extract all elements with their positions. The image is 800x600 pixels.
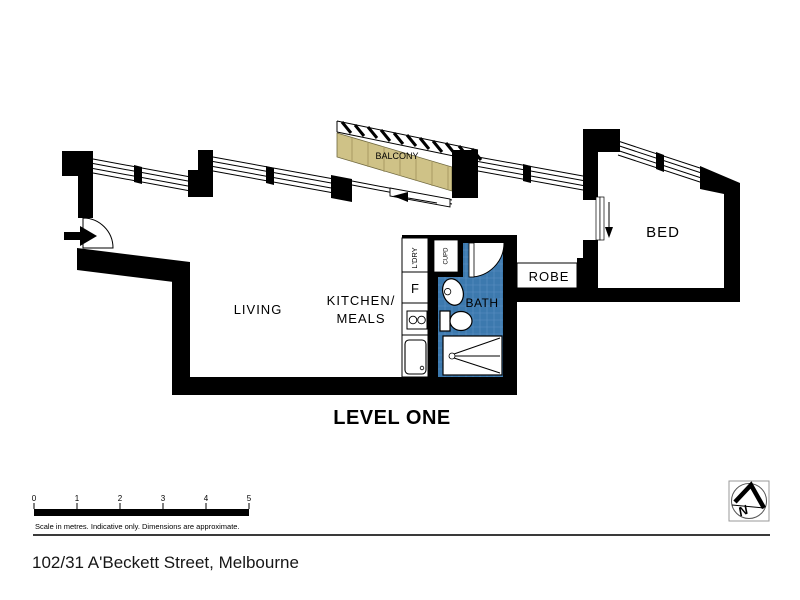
window-mullion bbox=[134, 165, 142, 184]
window-mullion bbox=[523, 164, 531, 183]
fridge-label: F bbox=[411, 281, 419, 296]
balcony-paver-joints bbox=[351, 138, 449, 190]
scale-bar-rule bbox=[34, 509, 249, 516]
north-arrow-icon bbox=[733, 481, 766, 510]
kitchen-label-line2: MEALS bbox=[336, 311, 385, 326]
scale-bar: 0 1 2 3 4 5 Scale in metres. Indicative … bbox=[32, 494, 252, 531]
window-mullion bbox=[266, 166, 274, 185]
north-arrow-baseline bbox=[731, 504, 765, 509]
bed-left-lower-wall bbox=[577, 240, 598, 288]
pillar-d bbox=[452, 150, 478, 198]
balcony-sliding-door bbox=[351, 180, 453, 208]
cupboard: CUPD bbox=[428, 235, 463, 277]
scale-tick-marks bbox=[33, 503, 250, 509]
window-band-3 bbox=[477, 156, 584, 191]
kitchen-label-line1: KITCHEN/ bbox=[327, 293, 396, 308]
balcony: BALCONY bbox=[336, 120, 483, 208]
window-mullion bbox=[656, 152, 664, 172]
bed-sliding-door bbox=[595, 196, 613, 241]
toilet bbox=[439, 310, 473, 332]
bath-tile-grid-v bbox=[444, 243, 502, 377]
robe-label: ROBE bbox=[529, 269, 570, 284]
scale-tick-4: 4 bbox=[204, 494, 209, 503]
kitchen-strip: L'DRY F bbox=[401, 237, 429, 378]
bath-label: BATH bbox=[465, 296, 498, 310]
bath-east-wall bbox=[503, 240, 517, 395]
north-circle bbox=[731, 483, 767, 519]
shower bbox=[442, 335, 503, 376]
bed-label: BED bbox=[646, 224, 680, 241]
balcony-label: BALCONY bbox=[375, 151, 418, 161]
bed-left-wall bbox=[583, 129, 620, 200]
living-label: LIVING bbox=[234, 302, 283, 317]
window-band-1 bbox=[92, 158, 197, 193]
scale-caption: Scale in metres. Indicative only. Dimens… bbox=[35, 522, 240, 531]
door-direction-arrow bbox=[605, 227, 613, 238]
walls bbox=[62, 129, 740, 395]
scale-tick-1: 1 bbox=[75, 494, 80, 503]
window-band-2 bbox=[212, 156, 335, 194]
west-wall-lower bbox=[172, 270, 190, 395]
entry-arrow bbox=[64, 226, 97, 246]
pillar-c bbox=[331, 175, 352, 202]
scale-tick-0: 0 bbox=[32, 494, 37, 503]
cooktop bbox=[406, 310, 428, 330]
south-wall-left bbox=[172, 377, 517, 395]
slide-direction-arrow bbox=[393, 192, 408, 202]
robe: ROBE bbox=[516, 262, 578, 289]
address: 102/31 A'Beckett Street, Melbourne bbox=[32, 553, 299, 572]
west-wall-upper bbox=[77, 248, 190, 284]
scale-tick-3: 3 bbox=[161, 494, 166, 503]
bath-door-leaf bbox=[468, 242, 475, 278]
entry-door bbox=[64, 217, 114, 249]
bed-room: BED bbox=[595, 196, 680, 241]
scale-tick-5: 5 bbox=[247, 494, 252, 503]
bathroom: CUPD BATH bbox=[428, 235, 505, 377]
bath-door-swing bbox=[470, 243, 504, 277]
north-indicator: N bbox=[728, 480, 770, 522]
cupboard-label: CUPD bbox=[444, 247, 450, 265]
kitchen-sink bbox=[404, 339, 427, 375]
basin bbox=[442, 278, 464, 306]
window-band-bed bbox=[617, 140, 707, 185]
laundry-label: L'DRY bbox=[410, 247, 419, 268]
entry-pillar bbox=[62, 151, 93, 218]
level-title: LEVEL ONE bbox=[333, 407, 451, 429]
pillar-b bbox=[188, 150, 213, 197]
bed-right-wall bbox=[700, 166, 740, 302]
scale-tick-2: 2 bbox=[118, 494, 123, 503]
south-wall-right bbox=[517, 288, 740, 302]
